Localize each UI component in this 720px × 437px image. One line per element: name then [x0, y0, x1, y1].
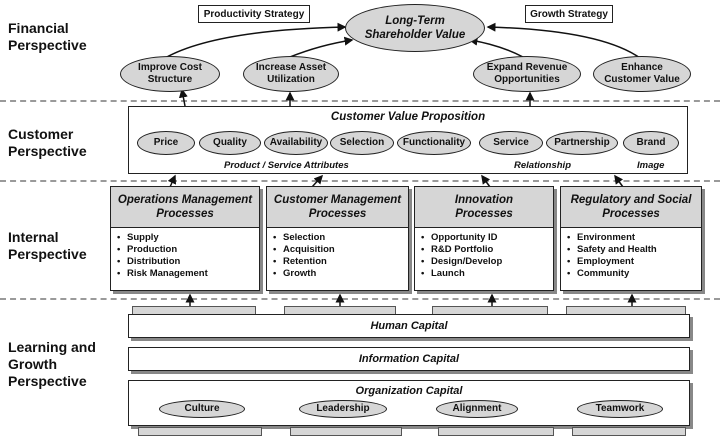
productivity-strategy-box: Productivity Strategy	[198, 5, 310, 23]
process-title-text: Operations Management Processes	[117, 194, 253, 220]
attribute-selection: Selection	[330, 131, 394, 155]
attribute-brand: Brand	[623, 131, 679, 155]
attribute-label: Brand	[636, 137, 666, 148]
objective-label: Expand Revenue Opportunities	[486, 62, 568, 85]
process-title: Operations Management Processes	[111, 187, 259, 228]
process-item: Distribution	[117, 256, 259, 268]
process-item-list: Opportunity ID R&D Portfolio Design/Deve…	[415, 232, 553, 280]
human-capital-bar: Human Capital	[128, 314, 690, 338]
org-item-leadership: Leadership	[299, 400, 387, 418]
growth-strategy-label: Growth Strategy	[530, 8, 608, 20]
process-item: Risk Management	[117, 268, 259, 280]
objective-label: Enhance Customer Value	[604, 62, 680, 85]
process-item: Opportunity ID	[421, 232, 553, 244]
process-item: Safety and Health	[567, 244, 701, 256]
process-title-text: Customer Management Processes	[273, 194, 402, 220]
process-customer-management: Customer Management Processes Selection …	[266, 186, 409, 291]
process-innovation: Innovation Processes Opportunity ID R&D …	[414, 186, 554, 291]
org-item-teamwork: Teamwork	[577, 400, 663, 418]
divider-financial-customer	[0, 100, 720, 102]
customer-perspective-text: Customer Perspective	[8, 126, 87, 159]
objective-increase-asset-utilization: Increase Asset Utilization	[243, 56, 339, 92]
customer-value-proposition-title: Customer Value Proposition	[330, 111, 486, 123]
attribute-label: Quality	[213, 137, 247, 148]
objective-improve-cost-structure: Improve Cost Structure	[120, 56, 220, 92]
process-title: Regulatory and Social Processes	[561, 187, 701, 228]
learning-perspective-text: Learning and Growth Perspective	[8, 339, 96, 389]
process-title-text: Regulatory and Social Processes	[570, 194, 692, 220]
productivity-strategy-label: Productivity Strategy	[203, 8, 305, 20]
customer-value-proposition-box: Customer Value Proposition Price Quality…	[128, 106, 688, 174]
process-item: Production	[117, 244, 259, 256]
objective-expand-revenue-opportunities: Expand Revenue Opportunities	[473, 56, 581, 92]
shareholder-value-label: Long-Term Shareholder Value	[364, 15, 466, 41]
attribute-partnership: Partnership	[546, 131, 618, 155]
attribute-quality: Quality	[199, 131, 261, 155]
process-item: Supply	[117, 232, 259, 244]
process-operations-management: Operations Management Processes Supply P…	[110, 186, 260, 291]
process-item-list: Selection Acquisition Retention Growth	[267, 232, 408, 280]
divider-customer-internal	[0, 180, 720, 182]
process-item: R&D Portfolio	[421, 244, 553, 256]
organization-capital-label: Organization Capital	[355, 385, 463, 397]
org-item-label: Teamwork	[595, 403, 645, 414]
growth-strategy-box: Growth Strategy	[525, 5, 613, 23]
attribute-label: Service	[493, 137, 529, 148]
capital-tab	[290, 427, 402, 436]
org-item-label: Leadership	[316, 403, 370, 414]
attribute-availability: Availability	[264, 131, 328, 155]
org-item-culture: Culture	[159, 400, 245, 418]
org-item-label: Alignment	[452, 403, 502, 414]
human-capital-label: Human Capital	[370, 320, 448, 332]
information-capital-bar: Information Capital	[128, 347, 690, 371]
internal-perspective-text: Internal Perspective	[8, 229, 87, 262]
group-image: Image	[637, 160, 665, 171]
process-title: Customer Management Processes	[267, 187, 408, 228]
process-item: Launch	[421, 268, 553, 280]
process-item: Growth	[273, 268, 408, 280]
attribute-label: Selection	[339, 137, 385, 148]
org-item-label: Culture	[184, 403, 220, 414]
process-item: Acquisition	[273, 244, 408, 256]
process-item: Environment	[567, 232, 701, 244]
customer-perspective-label: Customer Perspective	[8, 126, 87, 160]
org-item-alignment: Alignment	[436, 400, 518, 418]
capital-tab	[138, 427, 262, 436]
attribute-label: Price	[153, 137, 179, 148]
group-product-service-attributes: Product / Service Attributes	[224, 160, 349, 171]
group-relationship: Relationship	[514, 160, 572, 171]
divider-internal-learning	[0, 298, 720, 300]
attribute-functionality: Functionality	[397, 131, 471, 155]
financial-perspective-text: Financial Perspective	[8, 20, 87, 53]
attribute-service: Service	[479, 131, 543, 155]
process-item: Retention	[273, 256, 408, 268]
process-item-list: Environment Safety and Health Employment…	[561, 232, 701, 280]
objective-enhance-customer-value: Enhance Customer Value	[593, 56, 691, 92]
process-item: Community	[567, 268, 701, 280]
attribute-price: Price	[137, 131, 195, 155]
process-title: Innovation Processes	[415, 187, 553, 228]
capital-tab	[438, 427, 554, 436]
information-capital-label: Information Capital	[358, 353, 460, 365]
objective-label: Improve Cost Structure	[138, 62, 202, 85]
attribute-label: Availability	[269, 137, 323, 148]
process-item: Employment	[567, 256, 701, 268]
capital-tab	[572, 427, 686, 436]
process-regulatory-social: Regulatory and Social Processes Environm…	[560, 186, 702, 291]
attribute-label: Functionality	[402, 137, 466, 148]
attribute-label: Partnership	[554, 137, 610, 148]
long-term-shareholder-value: Long-Term Shareholder Value	[345, 4, 485, 52]
process-item: Design/Develop	[421, 256, 553, 268]
learning-perspective-label: Learning and Growth Perspective	[8, 339, 96, 390]
process-item: Selection	[273, 232, 408, 244]
objective-label: Increase Asset Utilization	[255, 62, 327, 85]
organization-capital-box: Organization Capital Culture Leadership …	[128, 380, 690, 426]
process-title-text: Innovation Processes	[454, 194, 514, 220]
process-item-list: Supply Production Distribution Risk Mana…	[111, 232, 259, 280]
financial-perspective-label: Financial Perspective	[8, 20, 87, 54]
internal-perspective-label: Internal Perspective	[8, 229, 87, 263]
